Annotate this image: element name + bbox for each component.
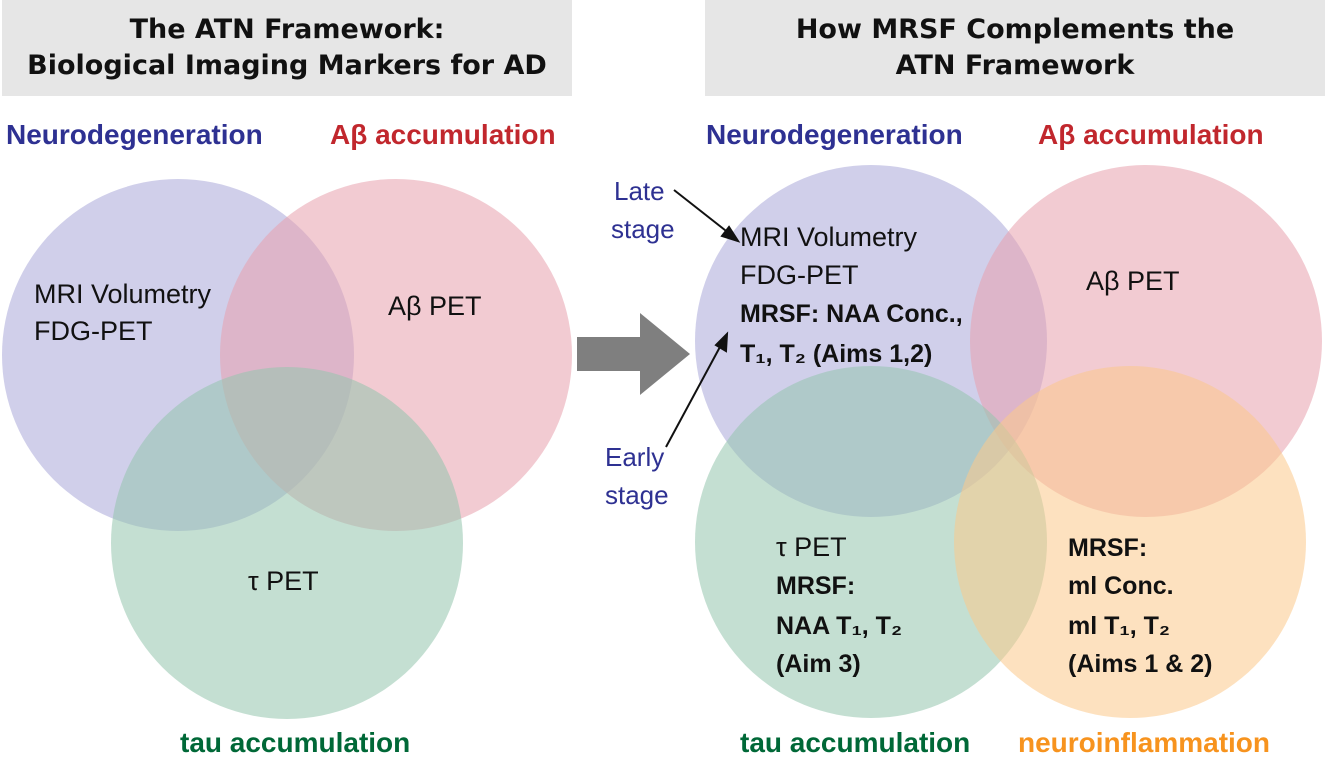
left-neurodegeneration-label: Neurodegeneration: [6, 119, 263, 150]
right-abeta-label: Aβ accumulation: [1038, 119, 1264, 150]
right-venn: [695, 165, 1322, 718]
right-tau-aim-text: (Aim 3): [776, 650, 861, 678]
right-inflam-t1t2-text: ml T₁, T₂: [1068, 612, 1170, 640]
right-title-line2: ATN Framework: [895, 50, 1135, 81]
right-inflam-conc-text: ml Conc.: [1068, 572, 1174, 600]
right-inflam-aims-text: (Aims 1 & 2): [1068, 650, 1212, 678]
late-stage-line2: stage: [611, 214, 675, 244]
left-tau-label: tau accumulation: [180, 727, 410, 758]
left-tau-pet-text: τ PET: [248, 566, 319, 596]
right-tau-label: tau accumulation: [740, 727, 970, 758]
right-abeta-pet-text: Aβ PET: [1086, 266, 1180, 296]
left-abeta-label: Aβ accumulation: [330, 119, 556, 150]
right-tau-naa-text: NAA T₁, T₂: [776, 612, 902, 640]
right-mri-text: MRI Volumetry: [740, 222, 918, 252]
right-tau-mrsf-text: MRSF:: [776, 572, 855, 600]
left-title-line2: Biological Imaging Markers for AD: [27, 50, 547, 81]
early-stage-line2: stage: [605, 480, 669, 510]
left-fdg-text: FDG-PET: [34, 316, 153, 346]
right-mrsf-naa-text: MRSF: NAA Conc.,: [740, 300, 963, 328]
right-neuroinflammation-label: neuroinflammation: [1018, 727, 1270, 758]
tau-circle: [695, 366, 1047, 718]
right-mrsf-t1t2-text: T₁, T₂ (Aims 1,2): [740, 340, 932, 368]
right-tau-pet-text: τ PET: [776, 532, 847, 562]
right-fdg-text: FDG-PET: [740, 260, 859, 290]
left-abeta-pet-text: Aβ PET: [388, 291, 482, 321]
neuroinflammation-circle: [954, 366, 1306, 718]
transition-arrow-icon: [577, 313, 690, 395]
left-title-line1: The ATN Framework:: [129, 14, 445, 45]
late-stage-arrow-icon: [673, 189, 741, 243]
left-mri-text: MRI Volumetry: [34, 279, 212, 309]
early-stage-line1: Early: [605, 442, 664, 472]
late-stage-line1: Late: [614, 176, 665, 206]
tau-circle: [111, 367, 463, 719]
left-panel-title: The ATN Framework: Biological Imaging Ma…: [2, 0, 572, 96]
left-venn: [2, 179, 572, 719]
right-inflam-mrsf-text: MRSF:: [1068, 534, 1147, 562]
right-panel-title: How MRSF Complements the ATN Framework: [705, 0, 1325, 96]
right-title-line1: How MRSF Complements the: [795, 14, 1235, 45]
right-neurodegeneration-label: Neurodegeneration: [706, 119, 963, 150]
early-stage-arrow-icon: [665, 331, 729, 448]
